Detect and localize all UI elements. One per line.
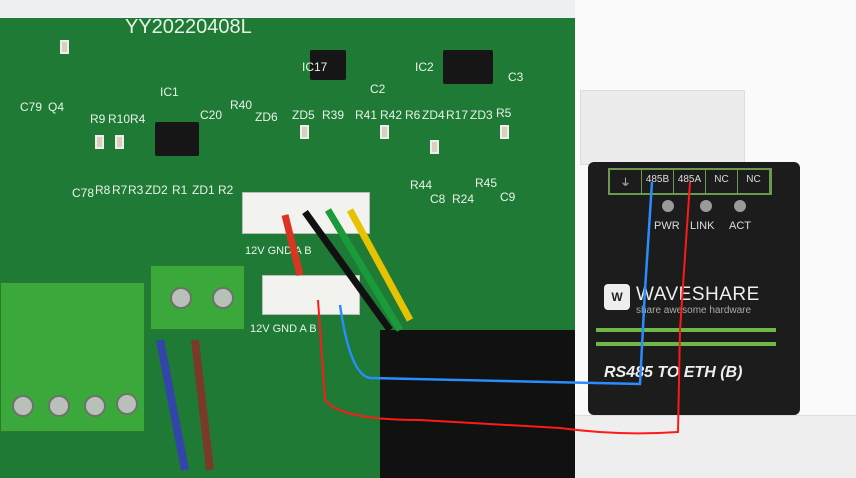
cable-bundle bbox=[380, 330, 575, 478]
silk-label: R9 bbox=[90, 112, 106, 126]
silk-label: C9 bbox=[500, 190, 516, 204]
silk-label: R5 bbox=[496, 106, 512, 120]
silk-label: R1 bbox=[172, 183, 188, 197]
top-strip bbox=[0, 0, 575, 18]
chip-ic1 bbox=[155, 122, 199, 156]
screw bbox=[84, 395, 106, 417]
screw bbox=[212, 287, 234, 309]
connector-label: 12V GND A B bbox=[250, 323, 317, 335]
silk-label: R7 bbox=[112, 183, 128, 197]
silk-label: C78 bbox=[72, 186, 95, 200]
resistor bbox=[380, 125, 389, 139]
silk-label: ZD5 bbox=[292, 108, 315, 122]
silk-label: IC2 bbox=[415, 60, 434, 74]
cable-red bbox=[281, 214, 304, 276]
silk-label: ZD6 bbox=[255, 110, 278, 124]
link-led bbox=[700, 200, 712, 212]
silk-label: R3 bbox=[128, 183, 144, 197]
silk-label: R10 bbox=[108, 112, 131, 126]
cable-black bbox=[302, 209, 393, 333]
silk-label: R4 bbox=[130, 112, 146, 126]
silk-label: C8 bbox=[430, 192, 446, 206]
pcb-photo: YY20220408L IC17 IC2 IC1 C3 C2 R40 ZD6 Z… bbox=[0, 0, 575, 478]
silk-label: C3 bbox=[508, 70, 524, 84]
pcb-board-id: YY20220408L bbox=[125, 16, 252, 38]
wire-brown-power bbox=[191, 339, 214, 471]
act-led bbox=[734, 200, 746, 212]
screw bbox=[116, 393, 138, 415]
bottom-bar bbox=[575, 415, 856, 478]
silk-label: C2 bbox=[370, 82, 386, 96]
waveshare-logo: W bbox=[604, 284, 630, 310]
silk-label: R41 bbox=[355, 108, 378, 122]
silk-label: ZD1 bbox=[192, 183, 215, 197]
terminal-nc: NC bbox=[738, 170, 770, 193]
arrow-right bbox=[596, 328, 776, 332]
silk-label: C79 bbox=[20, 100, 43, 114]
terminal-485b: 485B bbox=[642, 170, 674, 193]
silk-label: R17 bbox=[446, 108, 469, 122]
screw bbox=[12, 395, 34, 417]
silk-label: ZD4 bbox=[422, 108, 445, 122]
screw bbox=[48, 395, 70, 417]
led-label: ACT bbox=[729, 220, 751, 232]
silk-label: R44 bbox=[410, 178, 433, 192]
annotation-line-blue bbox=[338, 181, 654, 386]
silk-label: Q4 bbox=[48, 100, 65, 114]
silk-label: IC17 bbox=[302, 60, 328, 74]
annotation-line-red bbox=[317, 181, 691, 435]
cable-yellow bbox=[346, 208, 414, 322]
device-model: RS485 TO ETH (B) bbox=[604, 364, 743, 381]
resistor bbox=[60, 40, 69, 54]
silk-label: R6 bbox=[405, 108, 421, 122]
cable-green bbox=[324, 208, 404, 332]
screw bbox=[170, 287, 192, 309]
pwr-led bbox=[662, 200, 674, 212]
resistor bbox=[500, 125, 509, 139]
silk-label: R40 bbox=[230, 98, 253, 112]
silk-label: IC1 bbox=[160, 85, 179, 99]
lower-wire-connector bbox=[262, 275, 360, 315]
brand-name: WAVESHARE bbox=[636, 284, 760, 305]
silk-label: R8 bbox=[95, 183, 111, 197]
silk-label: R45 bbox=[475, 176, 498, 190]
resistor bbox=[300, 125, 309, 139]
silk-label: R24 bbox=[452, 192, 475, 206]
led-label: LINK bbox=[690, 220, 715, 232]
resistor bbox=[95, 135, 104, 149]
terminal-485a: 485A bbox=[674, 170, 706, 193]
chip-ic2 bbox=[443, 50, 493, 84]
device-terminal-block: ⏚ 485B 485A NC NC bbox=[608, 168, 772, 195]
silk-label: C20 bbox=[200, 108, 223, 122]
silk-label: ZD2 bbox=[145, 183, 168, 197]
wire-blue-power bbox=[156, 339, 189, 471]
silk-label: R42 bbox=[380, 108, 403, 122]
terminal-nc: NC bbox=[706, 170, 738, 193]
silk-label: R2 bbox=[218, 183, 234, 197]
chip-ic17 bbox=[310, 50, 346, 80]
silk-label: ZD3 bbox=[470, 108, 493, 122]
led-label: PWR bbox=[654, 220, 680, 232]
brand-tagline: share awesome hardware bbox=[636, 305, 752, 316]
ground-icon: ⏚ bbox=[610, 170, 642, 193]
arrow-left bbox=[596, 342, 776, 346]
silk-label: R39 bbox=[322, 108, 345, 122]
resistor bbox=[115, 135, 124, 149]
resistor bbox=[430, 140, 439, 154]
